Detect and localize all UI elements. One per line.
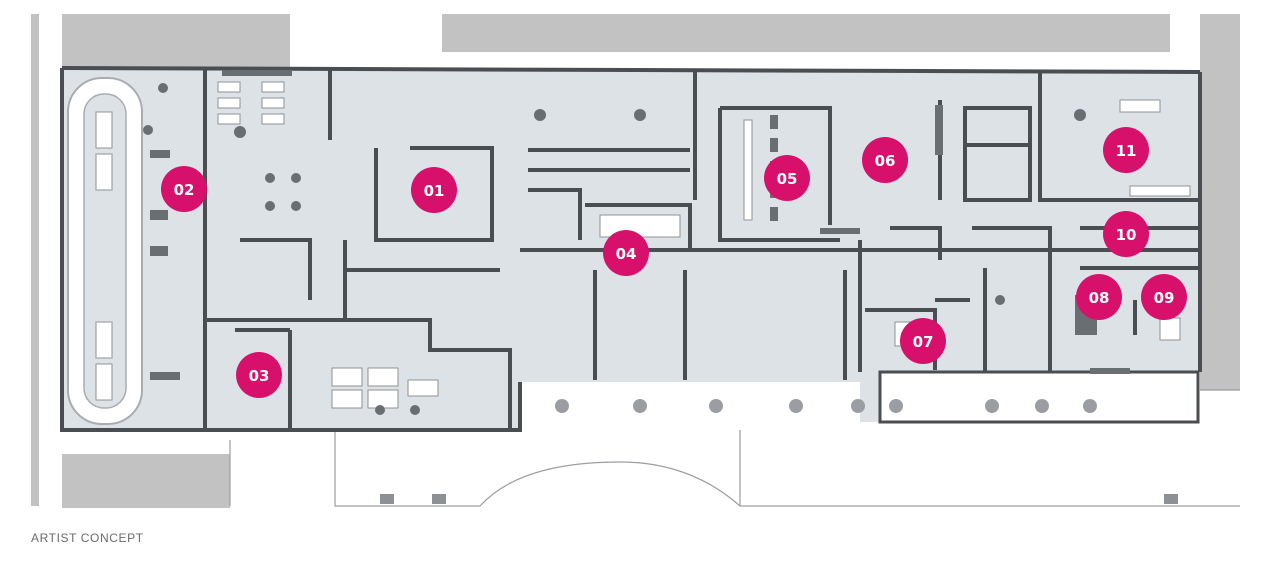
exterior-walls: [60, 66, 1202, 432]
marker-02-label: 02: [174, 181, 195, 199]
marker-10-label: 10: [1116, 226, 1137, 244]
marker-11[interactable]: 11: [1103, 127, 1149, 173]
marker-07-label: 07: [913, 333, 934, 351]
ground-lines: [229, 389, 1240, 507]
marker-10[interactable]: 10: [1103, 211, 1149, 257]
marker-04[interactable]: 04: [603, 230, 649, 276]
marker-09[interactable]: 09: [1141, 274, 1187, 320]
marker-01-label: 01: [424, 182, 445, 200]
room-markers: 01 02 03 04 05 06 07 08: [161, 127, 1187, 398]
context-blocks: [31, 14, 1240, 508]
marker-08-label: 08: [1089, 289, 1110, 307]
marker-05[interactable]: 05: [764, 155, 810, 201]
marker-03-label: 03: [249, 367, 270, 385]
marker-01[interactable]: 01: [411, 167, 457, 213]
marker-08[interactable]: 08: [1076, 274, 1122, 320]
marker-06-label: 06: [875, 152, 896, 170]
marker-09-label: 09: [1154, 289, 1175, 307]
marker-07[interactable]: 07: [900, 318, 946, 364]
marker-11-label: 11: [1116, 142, 1137, 160]
marker-02[interactable]: 02: [161, 166, 207, 212]
marker-05-label: 05: [777, 170, 798, 188]
pool: [67, 77, 143, 425]
artist-concept-caption: ARTIST CONCEPT: [31, 531, 144, 545]
marker-03[interactable]: 03: [236, 352, 282, 398]
marker-04-label: 04: [616, 245, 637, 263]
marker-06[interactable]: 06: [862, 137, 908, 183]
